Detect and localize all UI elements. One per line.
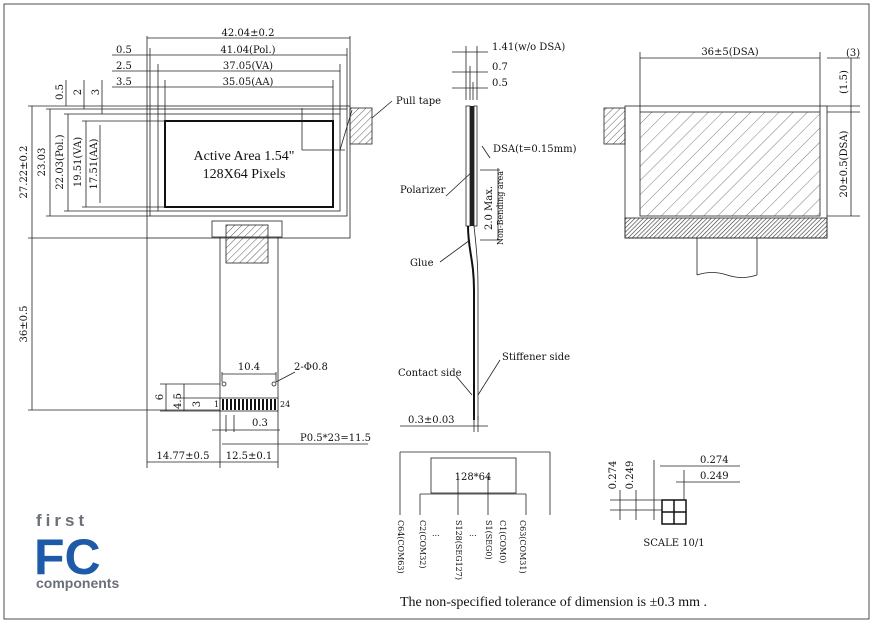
dim-dsa-1-5: (1.5) xyxy=(839,70,850,94)
dim-outline-height: 27.22±0.2 xyxy=(19,146,30,199)
tolerance-note: The non-specified tolerance of dimension… xyxy=(400,595,707,610)
polarizer-label: Polarizer xyxy=(400,185,446,196)
pixel-map-label: 128*64 xyxy=(455,472,492,483)
logo-first: first xyxy=(36,511,88,530)
dsa-label: DSA(t=0.15mm) xyxy=(493,144,577,155)
dim-dsa-width: 36±5(DSA) xyxy=(701,47,758,58)
pin-c63: C63(COM31) xyxy=(518,520,527,574)
dim-fpc-width: 12.5±0.1 xyxy=(226,451,273,462)
pixels-label: 128X64 Pixels xyxy=(203,167,286,182)
contact-side-label: Contact side xyxy=(398,368,462,379)
dim-dsa-3: (3) xyxy=(846,48,860,59)
dim-off-2: 2 xyxy=(73,89,84,95)
pin-s1: S1(SEG0) xyxy=(484,520,493,560)
pin-c2: C2(COM32) xyxy=(418,520,427,569)
pin-c1: C1(COM0) xyxy=(498,520,507,563)
dim-3: 3 xyxy=(192,401,203,407)
non-bending-label: Non-Bending area xyxy=(496,171,505,245)
dsa-view xyxy=(603,52,860,278)
dim-va-width: 37.05(VA) xyxy=(223,61,273,72)
dim-off-aa: 3.5 xyxy=(116,77,132,88)
front-view xyxy=(28,36,393,468)
dim-pol-height: 22.03(Pol.) xyxy=(55,134,66,189)
dim-thickness: 1.41(w/o DSA) xyxy=(492,42,565,53)
dim-fpc-length: 36±0.5 xyxy=(19,305,30,342)
pad-24-label: 24 xyxy=(280,400,290,409)
stiffener-side-label: Stiffener side xyxy=(502,352,570,363)
dim-pixel-0249-v: 0.249 xyxy=(625,461,636,490)
dim-off-pol: 0.5 xyxy=(116,45,132,56)
dim-va-height: 19.51(VA) xyxy=(73,137,84,187)
dim-fpc-thickness: 0.3±0.03 xyxy=(408,415,455,426)
dim-23: 23.03 xyxy=(37,148,48,177)
dim-pixel-0274-h: 0.274 xyxy=(700,455,729,466)
pin-ellipsis-1: ... xyxy=(432,529,440,538)
dim-pixel-0274-v: 0.274 xyxy=(608,461,619,490)
dim-10-4: 10.4 xyxy=(238,362,260,373)
dim-outline-width: 42.04±0.2 xyxy=(222,28,275,39)
pin-ellipsis-2: ... xyxy=(469,529,477,538)
dim-6: 6 xyxy=(155,394,166,400)
dim-pitch: P0.5*23=11.5 xyxy=(300,433,371,444)
pixel-map xyxy=(399,451,551,515)
dim-pol-width: 41.04(Pol.) xyxy=(220,45,275,56)
dim-4-5: 4.5 xyxy=(173,393,184,409)
side-view xyxy=(400,46,501,432)
pin-c64: C64(COM63) xyxy=(396,520,405,574)
dim-holes: 2-Φ0.8 xyxy=(294,362,328,373)
dim-off-05: 0.5 xyxy=(55,84,66,100)
active-area-label: Active Area 1.54" xyxy=(194,149,295,164)
pull-tape-label: Pull tape xyxy=(396,96,441,107)
dim-dsa-height: 20±0.5(DSA) xyxy=(839,130,850,197)
pixel-detail xyxy=(610,460,740,525)
dim-aa-height: 17.51(AA) xyxy=(89,138,100,189)
scale-label: SCALE 10/1 xyxy=(643,538,704,549)
dim-0-7: 0.7 xyxy=(492,62,508,73)
dim-off-3: 3 xyxy=(91,89,102,95)
dim-pixel-0249-h: 0.249 xyxy=(700,471,729,482)
pin-s128: S128(SEG127) xyxy=(454,520,463,580)
company-logo: first FC components xyxy=(34,511,119,591)
logo-components: components xyxy=(36,575,119,591)
dim-fpc-left: 14.77±0.5 xyxy=(157,451,210,462)
logo-fc: FC xyxy=(34,529,101,585)
glue-label: Glue xyxy=(410,258,434,269)
dim-0-5: 0.5 xyxy=(492,78,508,89)
dim-2-max: 2.0 Max. xyxy=(484,186,495,230)
dim-0-3: 0.3 xyxy=(252,418,268,429)
border xyxy=(3,3,870,620)
dim-off-va: 2.5 xyxy=(116,61,132,72)
dim-aa-width: 35.05(AA) xyxy=(223,77,274,88)
pad-1-label: 1 xyxy=(214,400,219,409)
